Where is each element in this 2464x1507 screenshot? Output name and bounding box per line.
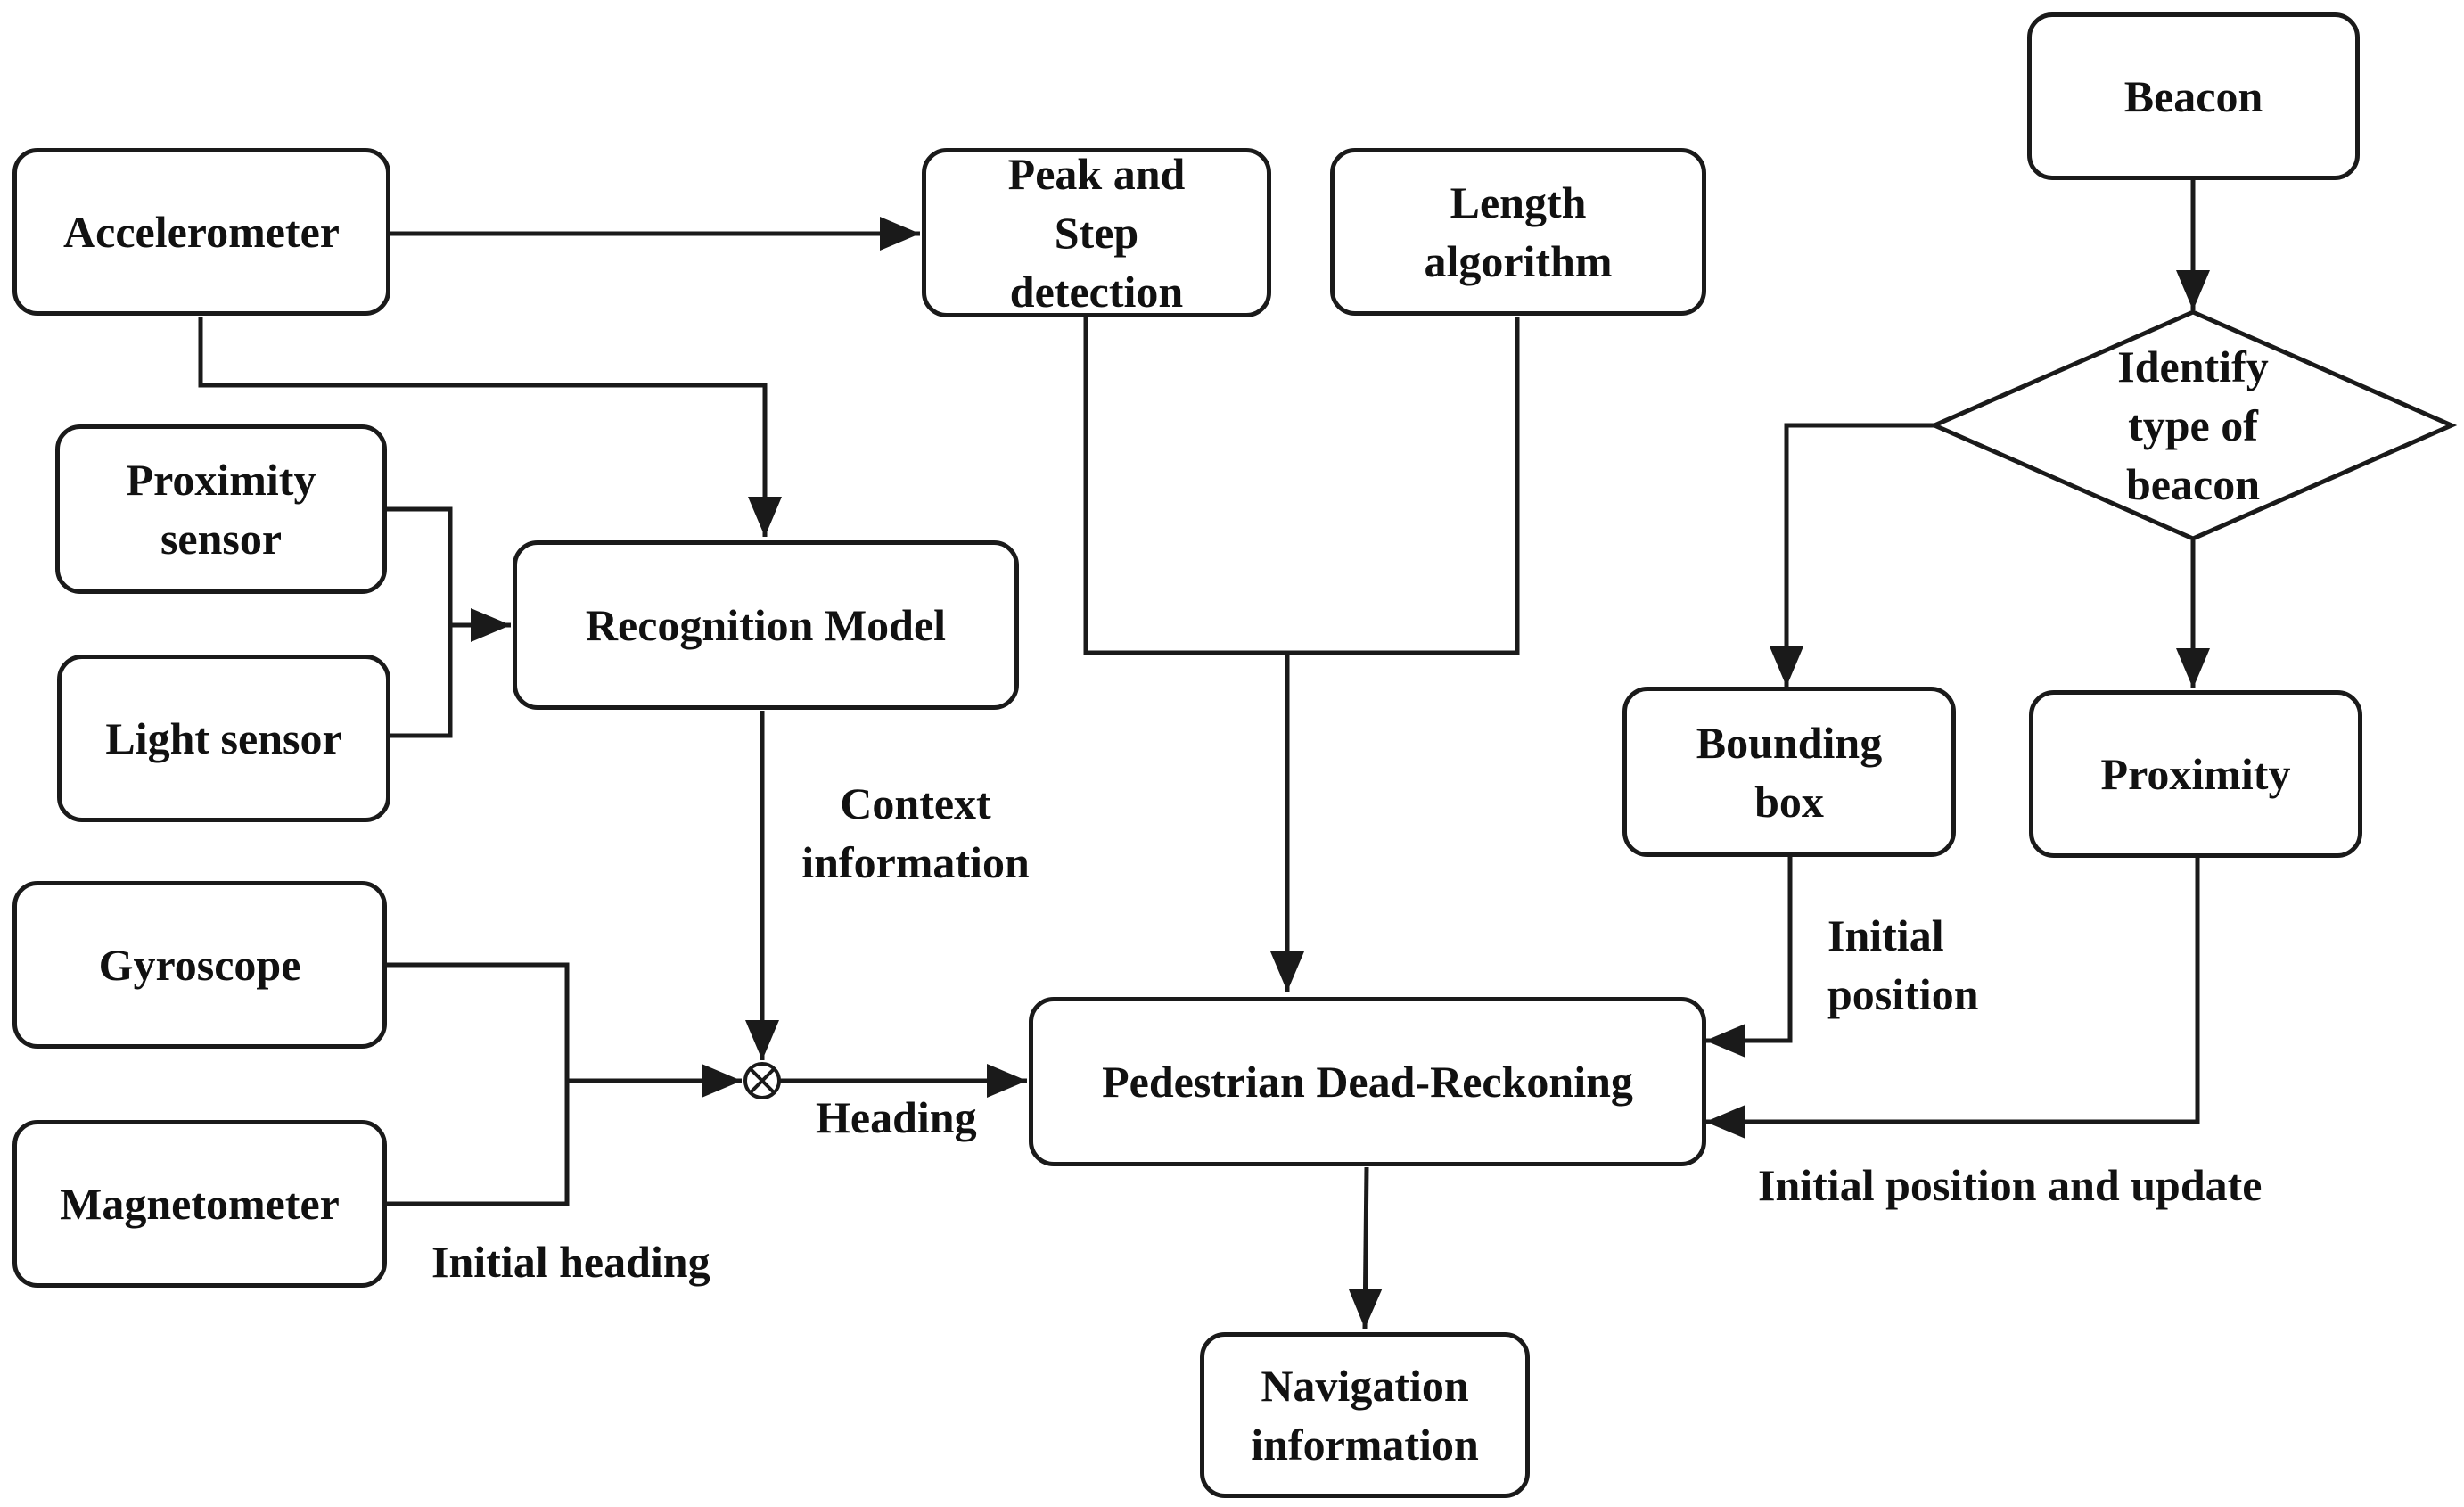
peak-step-detection-node: Peak and Step detection [922, 148, 1271, 317]
initial-heading-label: Initial heading [431, 1237, 710, 1287]
recognition-model-label: Recognition Model [585, 600, 947, 650]
bounding-box-node: Bounding box [1622, 687, 1956, 857]
circled-times-icon [743, 1062, 781, 1099]
accelerometer-node: Accelerometer [12, 148, 390, 316]
recognition-model-node: Recognition Model [513, 540, 1019, 710]
proximity-label: Proximity [2100, 749, 2291, 799]
edge-light-sensor-junction [390, 625, 453, 738]
identify-beacon-label: Identify type of beacon [2117, 342, 2269, 509]
edge-proximity-sensor-junction [387, 506, 453, 625]
edge-magnetometer-junction [387, 1081, 570, 1206]
edge-bounding-to-pdr [1705, 857, 1793, 1058]
accelerometer-label: Accelerometer [63, 207, 340, 257]
identify-diamond-shape [1928, 309, 2458, 541]
initial-position-label: Initial position [1827, 910, 1979, 1019]
peak-step-detection-label: Peak and Step detection [1007, 149, 1186, 317]
length-algorithm-node: Length algorithm [1330, 148, 1706, 316]
bounding-box-label: Bounding box [1696, 717, 1883, 827]
magnetometer-label: Magnetometer [60, 1179, 340, 1229]
identify-beacon-node: Identify type of beacon [1934, 312, 2452, 539]
pdr-label: Pedestrian Dead-Reckoning [1102, 1057, 1633, 1107]
gyroscope-label: Gyroscope [98, 940, 301, 990]
navigation-information-label: Navigation information [1251, 1361, 1479, 1470]
pdr-node: Pedestrian Dead-Reckoning [1029, 997, 1706, 1166]
beacon-label: Beacon [2123, 71, 2263, 121]
edge-peak-step-merge [1083, 317, 1287, 655]
edge-pdr-to-navigation [1348, 1166, 1383, 1330]
initial-position-update-label: Initial position and update [1758, 1160, 2263, 1210]
navigation-information-node: Navigation information [1200, 1332, 1530, 1498]
length-algorithm-label: Length algorithm [1424, 177, 1613, 286]
edge-accelerometer-to-recognition [198, 317, 782, 537]
light-sensor-node: Light sensor [57, 655, 390, 822]
heading-label: Heading [816, 1092, 977, 1142]
beacon-node: Beacon [2027, 12, 2360, 180]
context-information-label: Context information [801, 778, 1030, 887]
light-sensor-label: Light sensor [105, 713, 342, 763]
edge-gyroscope-junction [387, 962, 570, 1081]
gyroscope-node: Gyroscope [12, 881, 387, 1049]
edge-length-merge [1287, 317, 1520, 655]
proximity-sensor-label: Proximity sensor [126, 455, 316, 564]
magnetometer-node: Magnetometer [12, 1120, 387, 1288]
proximity-sensor-node: Proximity sensor [55, 424, 387, 594]
edge-proximity-to-pdr [1705, 857, 2200, 1139]
edge-identify-to-bounding [1770, 423, 1934, 687]
proximity-node: Proximity [2029, 690, 2362, 858]
